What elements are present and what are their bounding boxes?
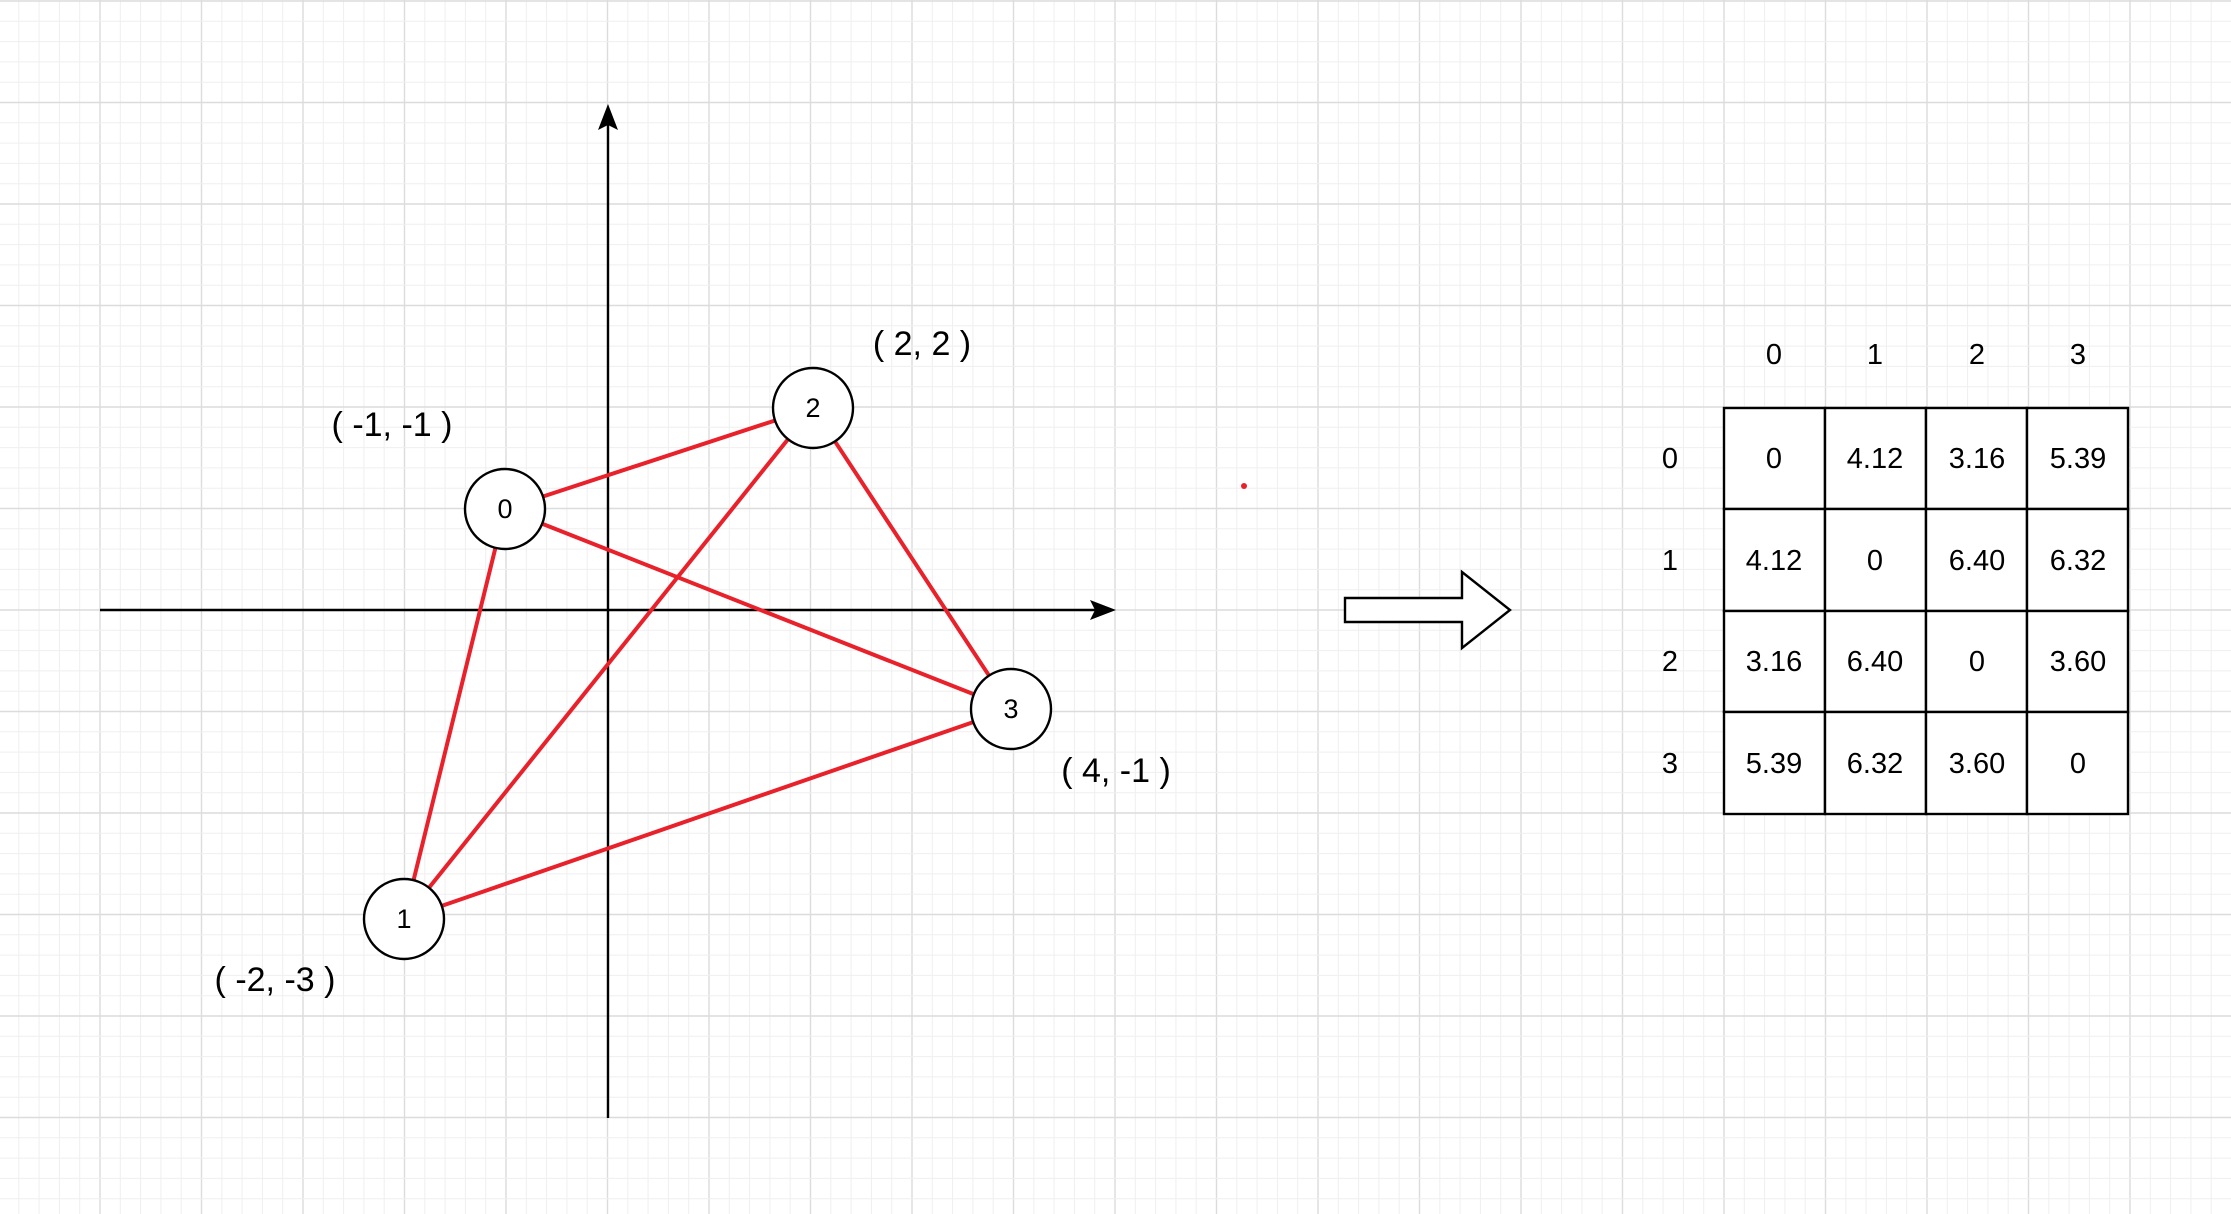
x-axis-arrowhead [1090, 600, 1116, 620]
matrix-col-header-1: 1 [1867, 339, 1883, 371]
node-circle-2 [771, 366, 855, 450]
matrix-cell: 6.32 [1847, 748, 1903, 780]
matrix-row: 3.16 6.40 0 3.60 [1722, 609, 2130, 714]
edge-1-2 [426, 437, 791, 890]
matrix-cell: 3.60 [1949, 748, 2005, 780]
matrix-row-header-3: 3 [1662, 748, 1678, 780]
matrix-cell: 3.16 [1746, 646, 1802, 678]
coord-label-3: ( 4, -1 ) [1061, 752, 1171, 790]
matrix-cell: 4.12 [1746, 545, 1802, 577]
matrix-cell: 5.39 [1746, 748, 1802, 780]
block-arrow-icon [1343, 569, 1512, 651]
matrix-row-header-0: 0 [1662, 443, 1678, 475]
matrix-col-header-3: 3 [2070, 339, 2086, 371]
graph-edges [411, 418, 992, 908]
matrix-row-headers: 0 1 2 3 [1662, 443, 1678, 780]
node-circle-0 [463, 467, 547, 551]
matrix-cell-border [1924, 609, 2029, 714]
distance-matrix: 0 4.12 3.16 5.39 4.12 0 6.40 6.32 [1722, 406, 2130, 816]
graph-node-3: 3 [969, 667, 1053, 751]
matrix-cell: 0 [2070, 748, 2086, 780]
matrix-cell-border [1722, 507, 1827, 613]
matrix-row: 5.39 6.32 3.60 0 [1722, 710, 2130, 816]
matrix-cell-border [1722, 710, 1827, 816]
node-label-3: 3 [1003, 694, 1018, 724]
node-label-0: 0 [497, 494, 512, 524]
coord-label-2: ( 2, 2 ) [873, 325, 971, 363]
matrix-cell-border [2025, 710, 2130, 816]
matrix-cell: 0 [1969, 646, 1985, 678]
node-label-1: 1 [396, 904, 411, 934]
stray-red-dot [1241, 483, 1247, 489]
edge-2-3 [832, 439, 992, 678]
matrix-cell: 4.12 [1847, 443, 1903, 475]
edge-0-2 [541, 418, 777, 499]
edge-0-3 [540, 521, 976, 697]
graph-node-1: 1 [362, 877, 446, 961]
matrix-cell-border [1924, 710, 2029, 816]
matrix-cell-border [1924, 406, 2029, 511]
matrix-column-headers: 0 1 2 3 [1766, 339, 2086, 371]
matrix-col-header-2: 2 [1969, 339, 1985, 371]
matrix-cell-border [2025, 406, 2130, 511]
coordinate-axes [100, 104, 1116, 1118]
matrix-cell: 5.39 [2050, 443, 2106, 475]
graph-node-2: 2 [771, 366, 855, 450]
matrix-col-header-0: 0 [1766, 339, 1782, 371]
matrix-cell: 6.40 [1949, 545, 2005, 577]
matrix-cell-border [1823, 710, 1928, 816]
edge-0-1 [411, 545, 498, 883]
matrix-cell: 6.40 [1847, 646, 1903, 678]
matrix-row: 4.12 0 6.40 6.32 [1722, 507, 2130, 613]
node-label-2: 2 [805, 393, 820, 423]
matrix-cell: 0 [1766, 443, 1782, 475]
matrix-row: 0 4.12 3.16 5.39 [1722, 406, 2130, 511]
matrix-cell-border [2025, 507, 2130, 613]
matrix-cell: 0 [1867, 545, 1883, 577]
matrix-row-header-2: 2 [1662, 646, 1678, 678]
node-circle-1 [362, 877, 446, 961]
matrix-row-header-1: 1 [1662, 545, 1678, 577]
matrix-cell-border [2025, 609, 2130, 714]
matrix-cell-border [1722, 609, 1827, 714]
graph-node-0: 0 [463, 467, 547, 551]
coord-label-0: ( -1, -1 ) [332, 406, 453, 444]
matrix-cell: 6.32 [2050, 545, 2106, 577]
matrix-cell: 3.60 [2050, 646, 2106, 678]
node-circle-3 [969, 667, 1053, 751]
matrix-cell: 3.16 [1949, 443, 2005, 475]
y-axis-arrowhead [598, 104, 618, 130]
edge-1-3 [439, 720, 976, 908]
coord-label-1: ( -2, -3 ) [215, 961, 336, 999]
